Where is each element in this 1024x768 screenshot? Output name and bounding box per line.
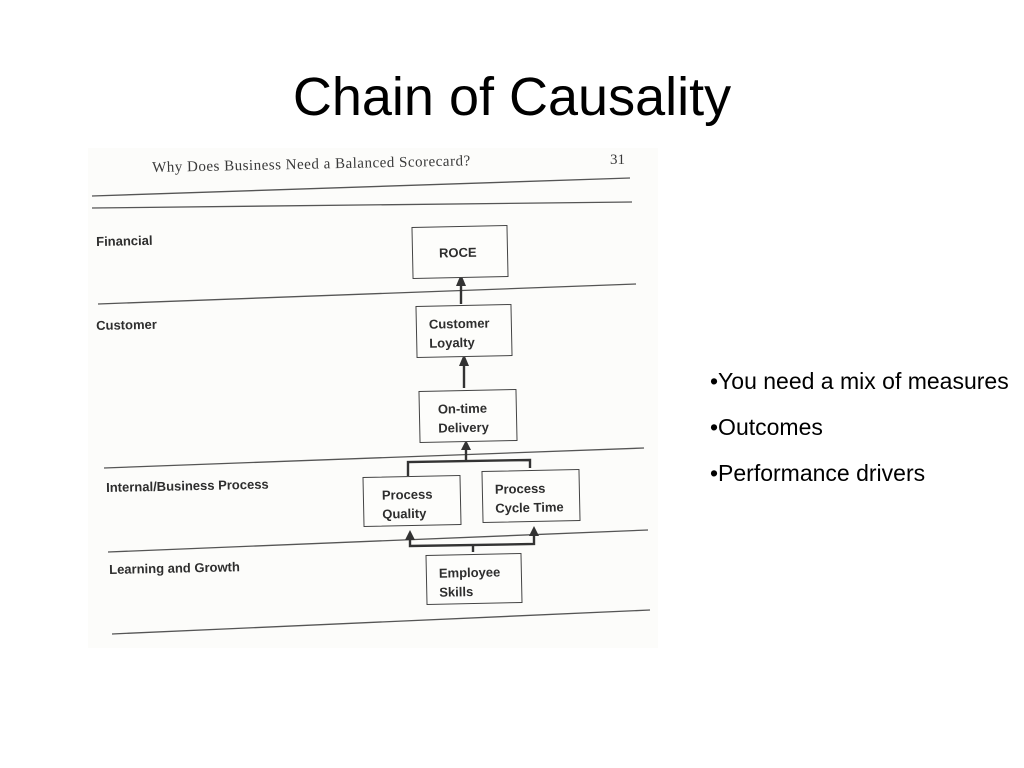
bullet-list: •You need a mix of measures •Outcomes •P… (710, 366, 1010, 504)
arrowhead (456, 274, 466, 286)
bullet-item: •You need a mix of measures (710, 368, 1009, 394)
perspective-financial: Financial (96, 232, 153, 249)
box-on-time-delivery: On-time Delivery (418, 388, 518, 444)
perspective-customer: Customer (96, 316, 157, 333)
arrowhead (405, 530, 415, 540)
box-roce: ROCE (411, 225, 509, 279)
box-employee-skills: Employee Skills (425, 553, 523, 605)
bullet-item: •Performance drivers (710, 460, 926, 486)
divider-line (91, 201, 633, 209)
divider-line (91, 177, 631, 197)
arrowhead (461, 440, 471, 450)
perspective-learning-and-growth: Learning and Growth (109, 559, 241, 577)
divider-line (111, 609, 651, 635)
scanned-diagram: Why Does Business Need a Balanced Scorec… (88, 148, 658, 648)
arrowhead (459, 354, 469, 366)
diagram-lines (91, 177, 651, 635)
connector-process (406, 458, 532, 476)
arrowhead (529, 526, 539, 536)
slide-title: Chain of Causality (292, 67, 732, 127)
divider-line (107, 529, 649, 553)
page-number: 31 (610, 152, 625, 168)
divider-line (103, 447, 645, 469)
bullet-item: •Outcomes (710, 414, 823, 440)
divider-line (97, 283, 637, 305)
box-process-quality: Process Quality (362, 474, 462, 528)
box-process-cycle-time: Process Cycle Time (481, 468, 581, 524)
box-customer-loyalty: Customer Loyalty (415, 304, 513, 358)
